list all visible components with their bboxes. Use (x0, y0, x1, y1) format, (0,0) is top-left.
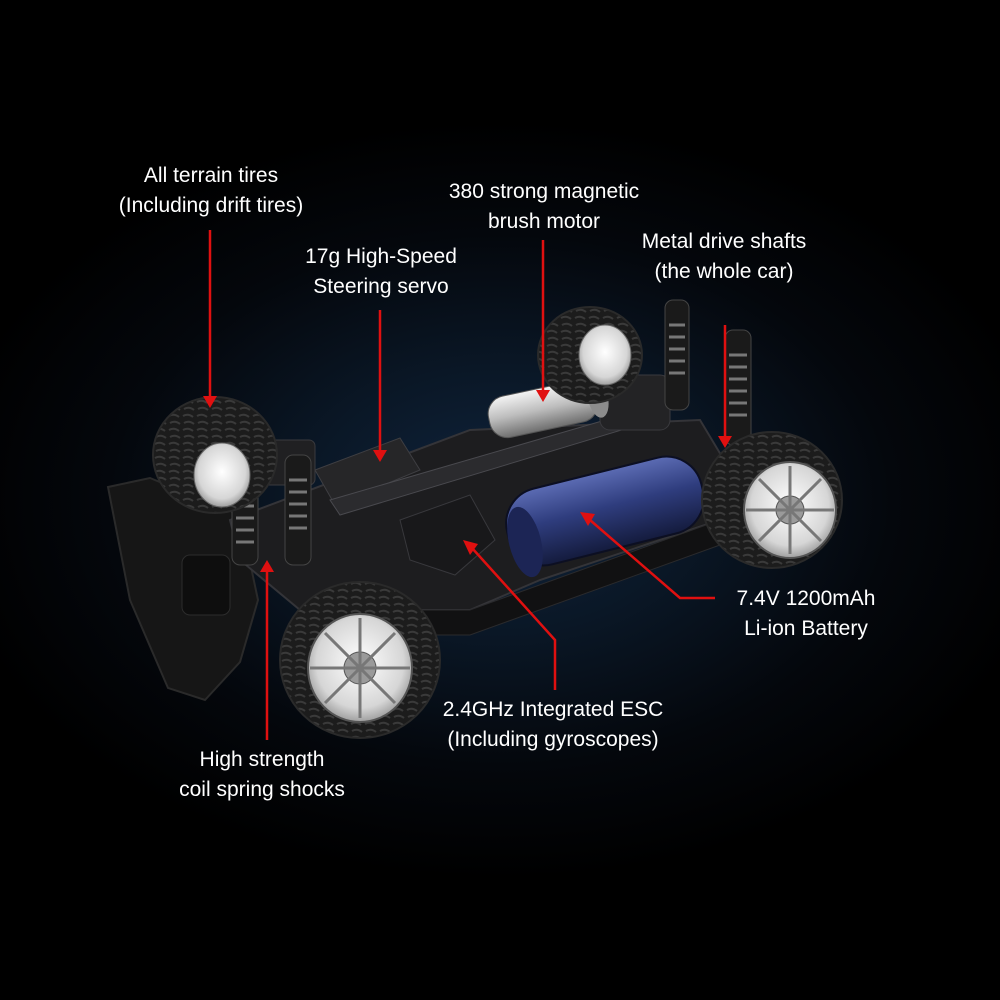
pointer-motor (536, 240, 550, 402)
pointer-shocks (260, 560, 274, 740)
label-motor-line1: 380 strong magnetic (448, 180, 640, 203)
pointer-tires (203, 230, 217, 408)
pointer-battery (580, 512, 715, 600)
battery (505, 455, 705, 578)
label-shocks-line2: coil spring shocks (179, 778, 345, 801)
shock-absorbers (231, 299, 752, 566)
label-servo: 17g High-Speed Steering servo (305, 242, 457, 302)
rear-right-shock (724, 329, 752, 446)
label-battery: 7.4V 1200mAh Li-ion Battery (737, 584, 876, 644)
label-tires-line1: All terrain tires (143, 164, 279, 187)
pointer-shafts (718, 325, 732, 448)
rear-right-wheel (701, 431, 843, 569)
wheels (152, 306, 843, 739)
rear-left-wheel (537, 306, 643, 404)
label-shafts-line1: Metal drive shafts (641, 230, 807, 253)
servo-mount (314, 437, 421, 506)
bumper-block (181, 554, 231, 616)
label-esc: 2.4GHz Integrated ESC (Including gyrosco… (443, 695, 664, 755)
label-motor-line2: brush motor (487, 210, 601, 233)
label-motor: 380 strong magnetic brush motor (449, 177, 639, 237)
pointer-esc (463, 540, 557, 690)
label-servo-line2: Steering servo (313, 275, 449, 298)
label-shocks: High strength coil spring shocks (179, 745, 345, 805)
label-tires: All terrain tires (Including drift tires… (119, 161, 303, 221)
pointer-servo (373, 310, 387, 462)
callout-pointers (203, 230, 732, 740)
label-shafts-line2: (the whole car) (654, 260, 794, 283)
esc-box (399, 494, 496, 576)
label-esc-line2: (Including gyroscopes) (447, 728, 659, 751)
front-right-shock (284, 454, 312, 566)
rear-left-shock (664, 299, 690, 411)
label-battery-line2: Li-ion Battery (744, 617, 868, 640)
label-esc-line1: 2.4GHz Integrated ESC (442, 698, 664, 721)
label-shocks-line1: High strength (199, 748, 325, 771)
label-tires-line2: (Including drift tires) (118, 194, 304, 217)
front-left-wheel (152, 396, 278, 514)
front-right-wheel (279, 581, 441, 739)
label-shafts: Metal drive shafts (the whole car) (642, 227, 807, 287)
label-servo-line1: 17g High-Speed (305, 245, 457, 268)
label-battery-line1: 7.4V 1200mAh (736, 587, 876, 610)
